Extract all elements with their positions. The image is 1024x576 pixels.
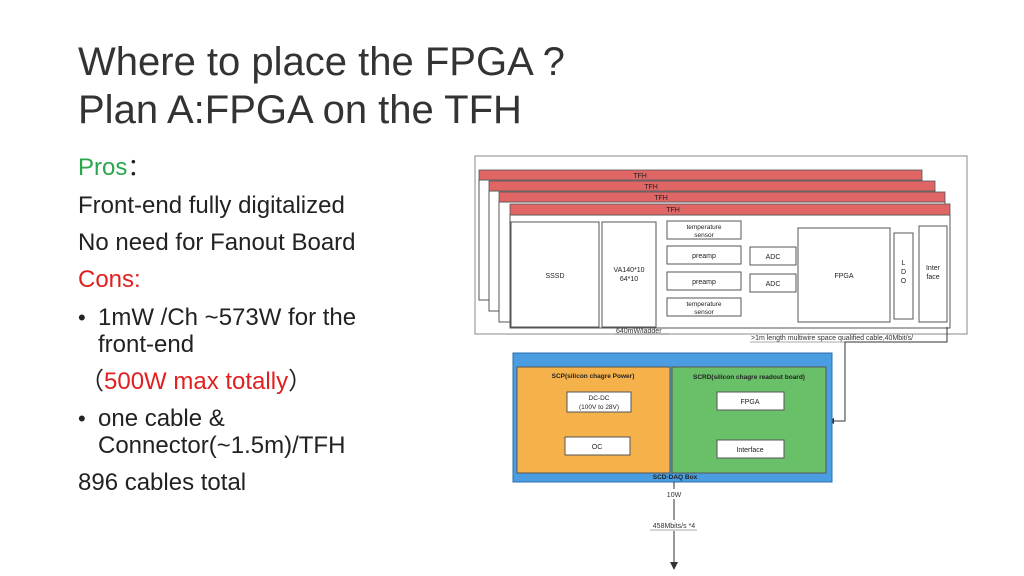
max-power-highlight: 500W max totally: [104, 368, 289, 395]
tfh-label-2: TFH: [644, 184, 658, 191]
temp-sensor-bottom: [666, 297, 742, 317]
pros-item-2: No need for Fanout Board: [78, 229, 356, 256]
bandwidth-bg: [649, 520, 699, 531]
interface-label-1: Inter: [926, 265, 941, 272]
ldo-label-o: O: [901, 278, 907, 285]
cable-connector-line: [834, 327, 948, 422]
temp-sensor-top-label-2: sensor: [694, 232, 714, 239]
ldo-label-l: L: [902, 260, 906, 267]
title-line-1: Where to place the FPGA ?: [78, 40, 565, 84]
va-label-1: VA140*10: [613, 267, 644, 274]
cons-label: Cons:: [78, 266, 141, 293]
adc-2-label: ADC: [766, 281, 781, 288]
interface-label-2: face: [926, 274, 939, 281]
fpga-block: [797, 227, 891, 323]
bullet-1-text: 1mW /Ch ~573W for the: [98, 304, 357, 331]
preamp-1: [666, 245, 742, 265]
dcdc-label-2: (100V to 28V): [579, 404, 619, 411]
fpga-label: FPGA: [834, 273, 853, 280]
pros-item-1: Front-end fully digitalized: [78, 192, 345, 219]
bullet-2-line-2: Connector(~1.5m)/TFH: [98, 432, 346, 459]
adc-1: [749, 246, 797, 266]
bandwidth-label: 458Mbits/s *4: [653, 523, 696, 530]
oc-label: OC: [592, 444, 603, 451]
preamp-1-label: preamp: [692, 253, 716, 260]
va-asic-block: [601, 221, 657, 328]
scp-board: [516, 366, 671, 474]
paren-open: （: [80, 368, 104, 395]
scrd-fpga-block: [716, 391, 785, 411]
power-per-ladder-label: 640mW/ladder: [616, 328, 662, 335]
sssd-block: [510, 221, 600, 328]
preamp-2: [666, 271, 742, 291]
pros-heading: Pros：: [78, 154, 151, 182]
bullet-2-line-1: • one cable &: [78, 405, 225, 433]
adc-2: [749, 273, 797, 293]
va-label-2: 64*10: [620, 276, 638, 283]
daq-box-label: SCD-DAQ Box: [653, 474, 698, 481]
scrd-fpga-label: FPGA: [740, 399, 759, 406]
tfh-header-3: [478, 169, 923, 181]
bullet-1-line-2: front-end: [98, 331, 195, 358]
ldo-block: [893, 232, 914, 320]
dcdc-label-1: DC-DC: [589, 395, 610, 402]
cable-spec-label: >1m length multiwire space qualified cab…: [751, 335, 913, 342]
temp-sensor-top: [666, 220, 742, 240]
temp-sensor-top-label-1: temperature: [686, 224, 721, 231]
power-10w-bg: [664, 489, 684, 499]
temp-sensor-bottom-label-1: temperature: [686, 301, 721, 308]
adc-1-label: ADC: [766, 254, 781, 261]
bullet-1-line-1: • 1mW /Ch ~573W for the: [78, 304, 356, 332]
pros-label: Pros: [78, 154, 128, 181]
oc-block: [564, 436, 631, 456]
title-line-2: Plan A:FPGA on the TFH: [78, 88, 522, 132]
preamp-2-label: preamp: [692, 279, 716, 286]
bullet-dot: •: [78, 305, 86, 330]
bullet-dot: •: [78, 406, 86, 431]
tfh-label-3: TFH: [654, 195, 668, 202]
slide-title: Where to place the FPGA ? Plan A:FPGA on…: [78, 38, 565, 134]
dcdc-block: [566, 391, 632, 413]
tfh-label-1: TFH: [633, 173, 647, 180]
output-arrow-head: [670, 562, 678, 570]
max-power-note: （500W max totally）: [80, 368, 312, 396]
scrd-title: SCRD(silicon chagre readout board): [693, 374, 805, 381]
power-10w-label: 10W: [667, 492, 682, 499]
interface-block: [918, 225, 948, 323]
paren-close: ）: [288, 368, 313, 395]
scp-title: SCP(silicon chagre Power): [552, 373, 635, 380]
total-cables: 896 cables total: [78, 469, 247, 496]
tfh-label-4: TFH: [666, 207, 680, 214]
pros-colon: ：: [127, 154, 152, 181]
tfh-header-1: [498, 191, 946, 203]
sssd-label: SSSD: [545, 273, 564, 280]
bullet-2-text: one cable &: [98, 405, 225, 432]
scrd-interface-block: [716, 439, 785, 459]
tfh-header-front: [509, 203, 951, 216]
scrd-interface-label: Interface: [736, 447, 763, 454]
tfh-header-2: [488, 180, 936, 192]
temp-sensor-bottom-label-2: sensor: [694, 309, 714, 316]
ldo-label-d: D: [901, 269, 906, 276]
